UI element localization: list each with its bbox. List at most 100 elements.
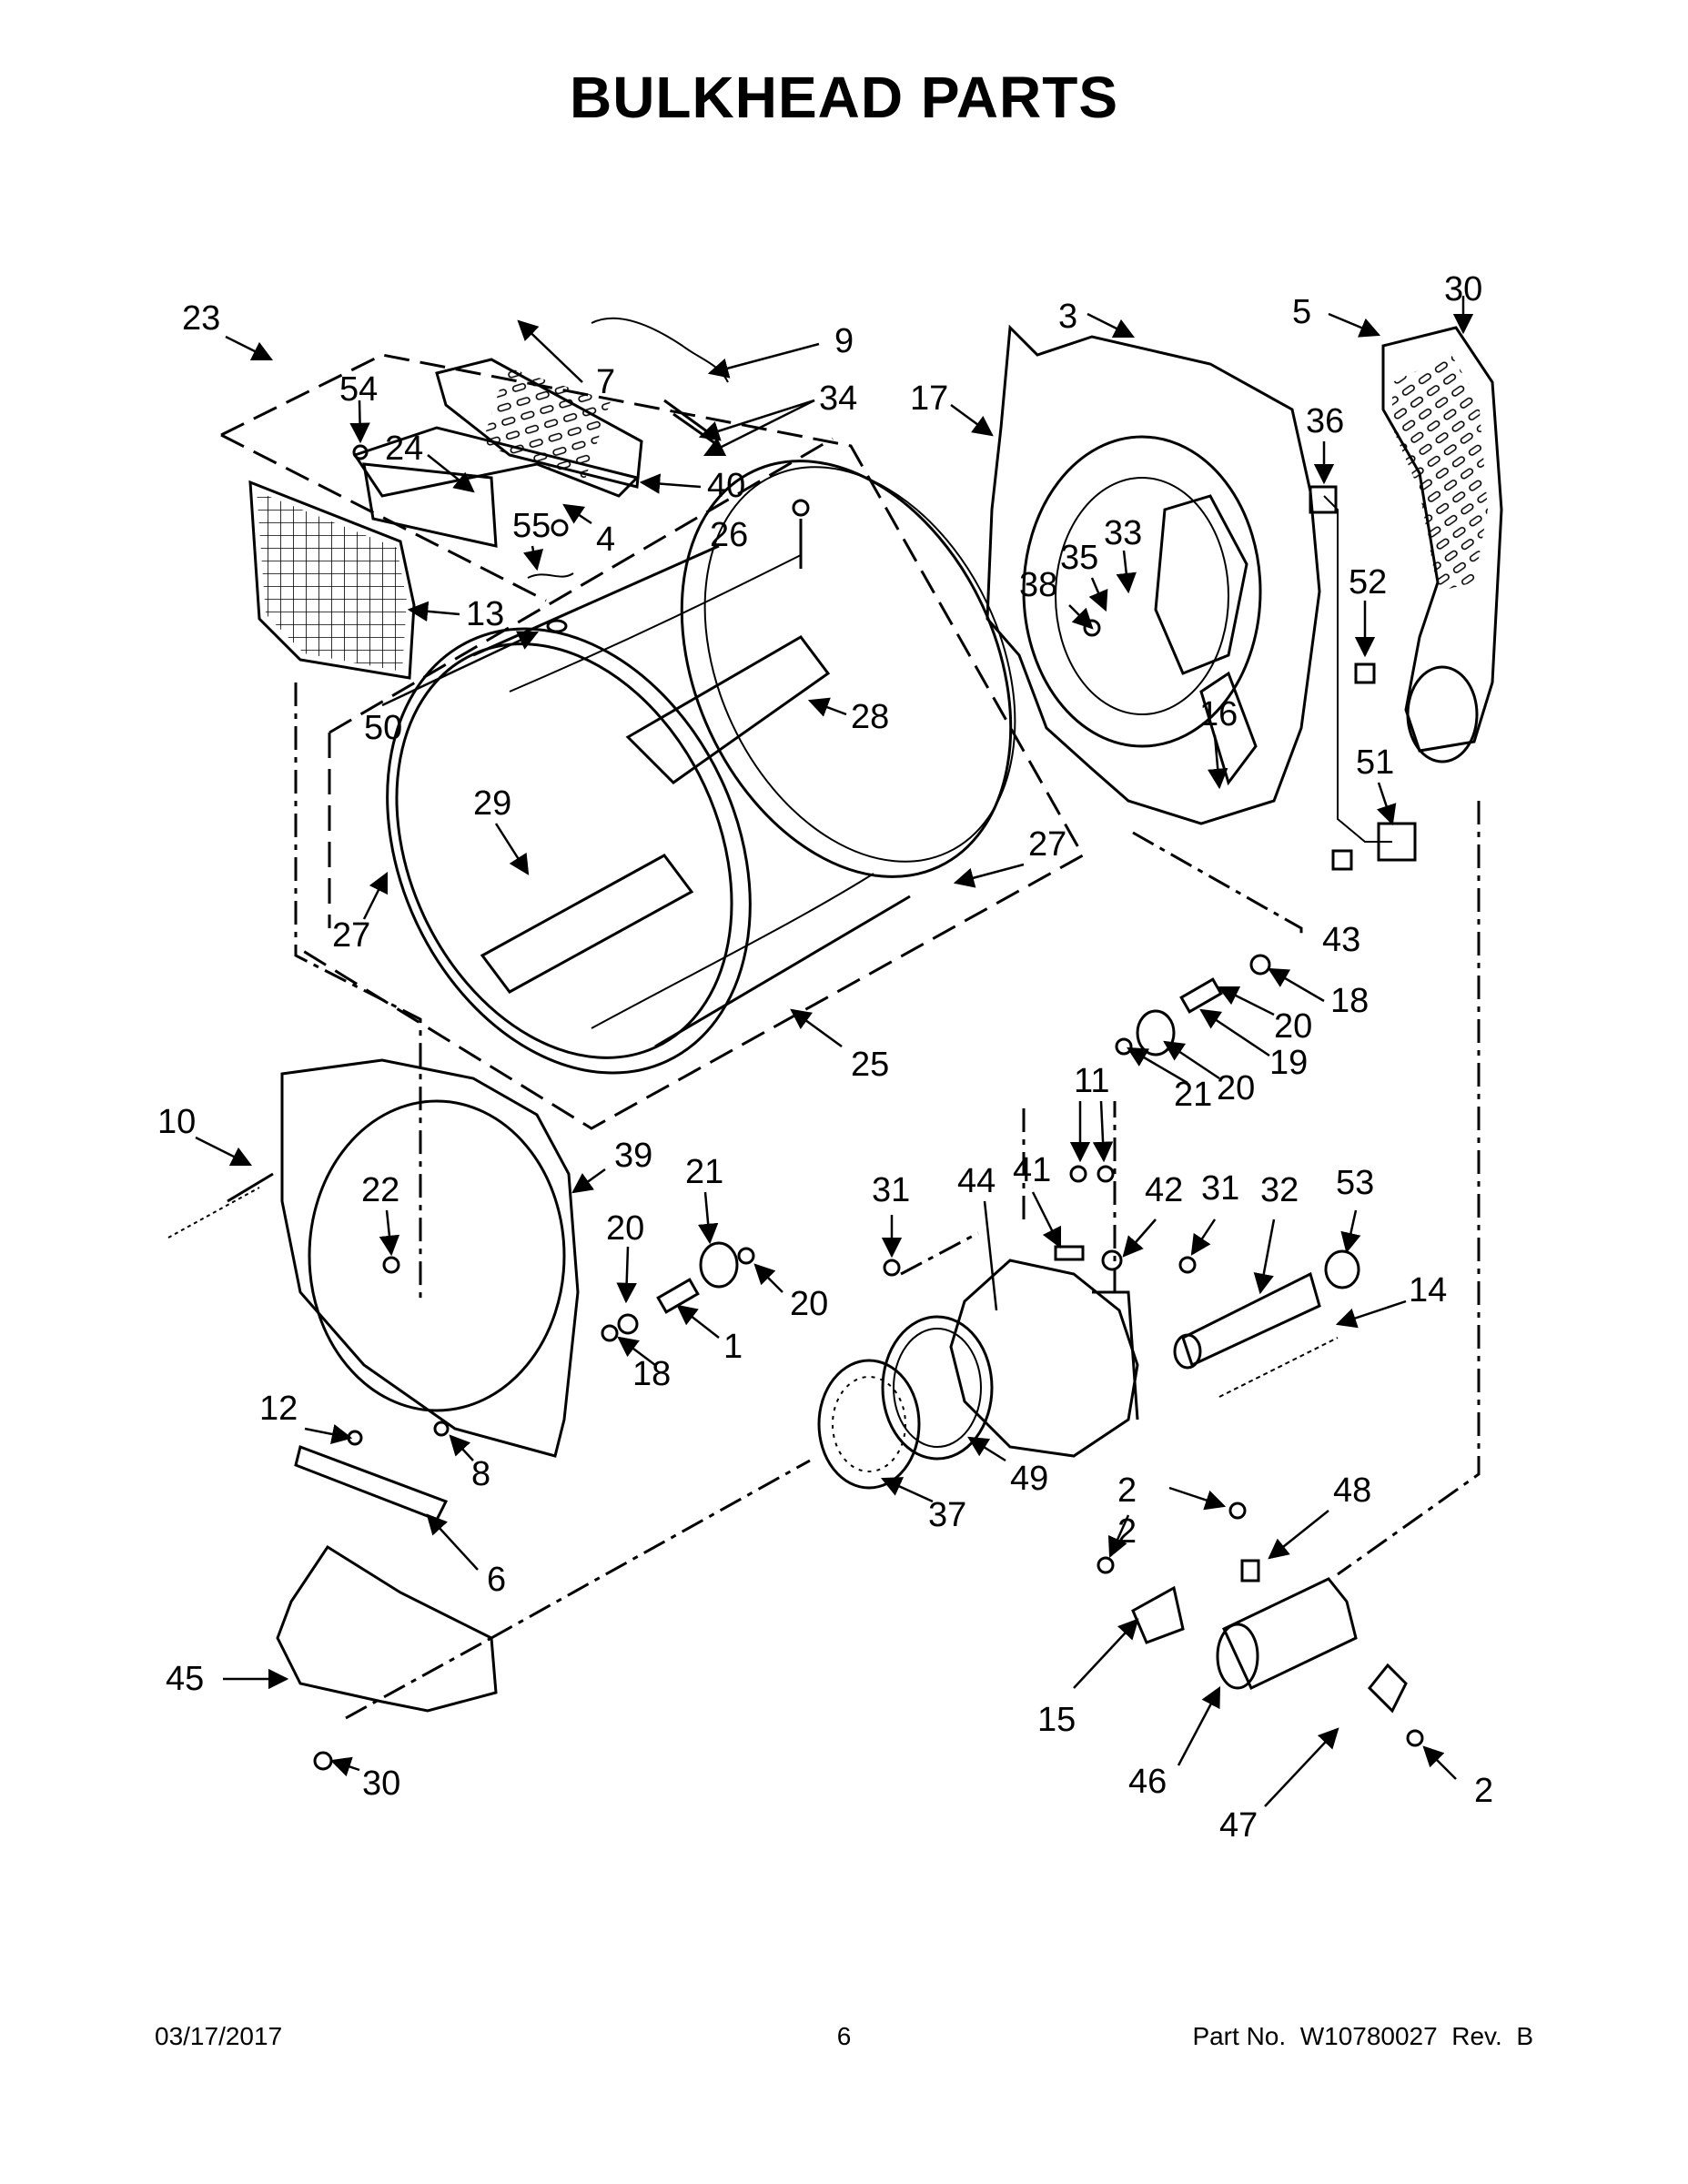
leader-50	[381, 631, 540, 707]
leader-20b	[1127, 1046, 1188, 1085]
leader-6	[426, 1513, 479, 1571]
console-bracket	[352, 426, 640, 498]
wire-retainers	[663, 399, 720, 448]
lint-duct	[276, 1544, 498, 1713]
callout-35: 35	[1060, 539, 1098, 577]
leader-22	[379, 1209, 400, 1257]
leader-48	[1268, 1510, 1329, 1560]
callout-44: 44	[957, 1162, 996, 1200]
callout-55: 55	[512, 507, 551, 545]
heater-can-end	[1216, 1623, 1259, 1690]
callout-52: 52	[1349, 563, 1387, 602]
callout-labels: 23 54 24 7 9 34 40 4 55 26 13 50 28 29 2…	[157, 270, 1493, 1845]
rear-bulkhead-axis	[1132, 831, 1303, 937]
blower-housing	[949, 1259, 1139, 1458]
roller-clip	[601, 1324, 619, 1342]
callout-14: 14	[1409, 1271, 1447, 1309]
heater-terminal	[1367, 1663, 1408, 1714]
wiring-harness-right	[1309, 485, 1417, 871]
leader-42	[1122, 1218, 1157, 1258]
rear-bulkhead-duct-opening	[1154, 494, 1248, 675]
leader-32	[1253, 1218, 1276, 1295]
rear-bulkhead-plate	[986, 324, 1321, 825]
leader-10	[195, 1136, 253, 1167]
heater-axis	[1337, 801, 1481, 1576]
callout-26: 26	[710, 516, 748, 554]
leader-18b	[617, 1336, 656, 1366]
callout-37: 37	[928, 1496, 966, 1534]
callout-53: 53	[1336, 1164, 1374, 1202]
leader-55	[522, 545, 544, 571]
rear-roller-washer	[1249, 954, 1271, 976]
drum-baffle-inner	[480, 854, 694, 994]
roller-wheel	[699, 1241, 739, 1289]
duct-outlet	[1406, 665, 1479, 763]
callout-41: 41	[1013, 1151, 1051, 1189]
screw-11a	[1069, 1165, 1087, 1183]
callout-17: 17	[910, 379, 948, 418]
callout-38: 38	[1019, 566, 1057, 604]
assembly-outlines	[220, 353, 1481, 1720]
callout-20a: 20	[1274, 1007, 1312, 1046]
leader-29	[494, 823, 530, 875]
rear-bulkhead	[986, 324, 1321, 825]
screw-2c	[1406, 1729, 1424, 1747]
leader-44	[983, 1200, 998, 1311]
heater-bracket	[1131, 1585, 1185, 1644]
rear-roller-clip	[1115, 1037, 1133, 1056]
exhaust-pipe	[1181, 1271, 1321, 1368]
drum-screw-head	[792, 499, 810, 517]
callout-27b: 27	[1028, 825, 1066, 864]
leader-20c	[753, 1263, 783, 1293]
leader-28	[807, 697, 847, 717]
leader-33	[1116, 550, 1137, 594]
drum-baffle-top	[625, 635, 831, 784]
callout-46: 46	[1128, 1763, 1167, 1801]
leader-15	[1073, 1618, 1139, 1689]
thermistor	[1101, 1249, 1123, 1271]
blower-fins	[832, 1376, 906, 1472]
blower-axis	[490, 1459, 811, 1640]
front-roller-group	[601, 1241, 755, 1342]
rear-bulkhead-ring	[1022, 435, 1262, 748]
callout-51: 51	[1356, 743, 1394, 782]
screw-8	[433, 1421, 450, 1437]
footer-page-number: 6	[836, 2022, 852, 2050]
drum-rear-ring	[680, 460, 1013, 878]
callout-27a: 27	[332, 916, 370, 955]
callout-28: 28	[851, 698, 889, 736]
callout-36: 36	[1306, 402, 1344, 440]
heater-thermostat	[1240, 1559, 1260, 1582]
heater-can	[1222, 1577, 1358, 1691]
blower-housing-outlet	[1092, 1290, 1139, 1421]
rear-roller-axle	[1179, 977, 1223, 1014]
callout-2c: 2	[1474, 1772, 1493, 1810]
footer-date: 03/17/2017	[155, 2022, 283, 2050]
leader-31b	[1190, 1218, 1217, 1256]
screw-11b	[1097, 1165, 1115, 1183]
leader-35	[1088, 577, 1108, 612]
leader-3	[1087, 312, 1136, 339]
duct-axis	[345, 1636, 492, 1720]
callout-31b: 31	[1201, 1169, 1239, 1208]
leader-24	[427, 454, 475, 493]
user-interface-panel	[435, 358, 643, 489]
drum	[386, 460, 1016, 1075]
callout-34: 34	[819, 379, 857, 418]
screw-31b	[1178, 1256, 1197, 1274]
harness-connector-top	[1309, 485, 1338, 514]
blower-group	[817, 1165, 1139, 1490]
footer-part-number: Part No. W10780027 Rev. B	[1192, 2022, 1533, 2050]
screw-54	[352, 444, 369, 460]
drum-outline-top	[329, 437, 834, 734]
callout-8: 8	[471, 1455, 490, 1493]
leader-54	[349, 399, 370, 444]
callout-32: 32	[1260, 1171, 1299, 1209]
harness-connector-bottom	[1377, 822, 1417, 862]
page-title: BULKHEAD PARTS	[569, 65, 1119, 130]
callout-45: 45	[166, 1660, 204, 1698]
callout-29: 29	[473, 784, 511, 823]
callout-20c: 20	[790, 1285, 828, 1323]
callout-6: 6	[487, 1561, 506, 1599]
clip	[551, 519, 569, 537]
